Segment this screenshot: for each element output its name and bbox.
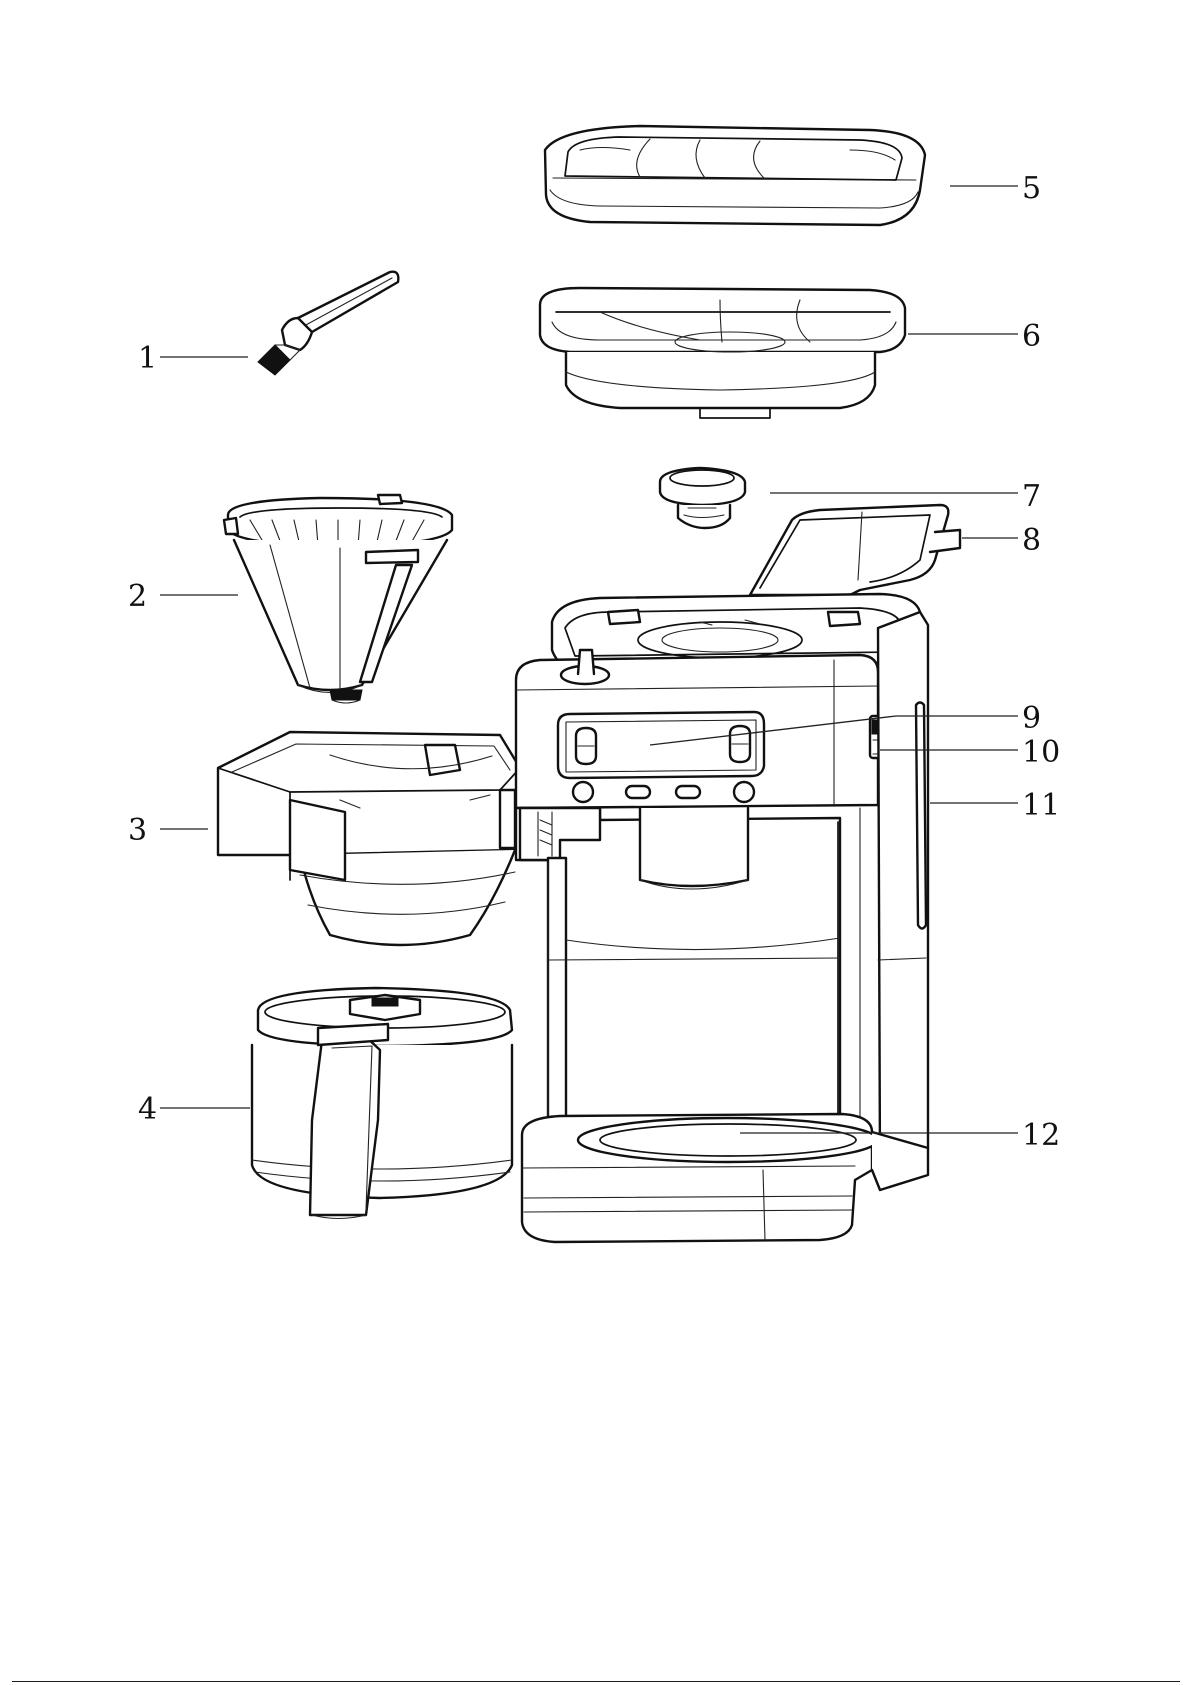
- callout-12: 12: [1022, 1118, 1060, 1153]
- callout-9: 9: [1022, 701, 1041, 736]
- callout-8: 8: [1022, 523, 1041, 558]
- callout-11: 11: [1022, 788, 1060, 823]
- callout-3: 3: [128, 813, 147, 848]
- part-7-grinder-burr: [660, 468, 745, 528]
- callout-10: 10: [1022, 735, 1060, 770]
- callout-7: 7: [1022, 479, 1041, 514]
- part-1-cleaning-brush: [258, 272, 398, 375]
- part-11-water-tank: [878, 612, 928, 1180]
- page-bottom-rule: [12, 1681, 1180, 1682]
- callout-4: 4: [138, 1092, 157, 1127]
- callout-5: 5: [1022, 171, 1041, 206]
- main-body: [516, 594, 928, 1242]
- part-3-brew-basket-drawer: [218, 732, 520, 945]
- part-4-carafe: [252, 988, 512, 1219]
- part-8-water-tank-lid: [750, 505, 960, 605]
- part-6-bean-hopper: [540, 288, 905, 418]
- part-5-hopper-lid: [545, 126, 925, 225]
- callout-1: 1: [138, 341, 157, 376]
- callout-6: 6: [1022, 319, 1041, 354]
- part-2-filter-basket: [224, 495, 452, 703]
- callout-2: 2: [128, 579, 147, 614]
